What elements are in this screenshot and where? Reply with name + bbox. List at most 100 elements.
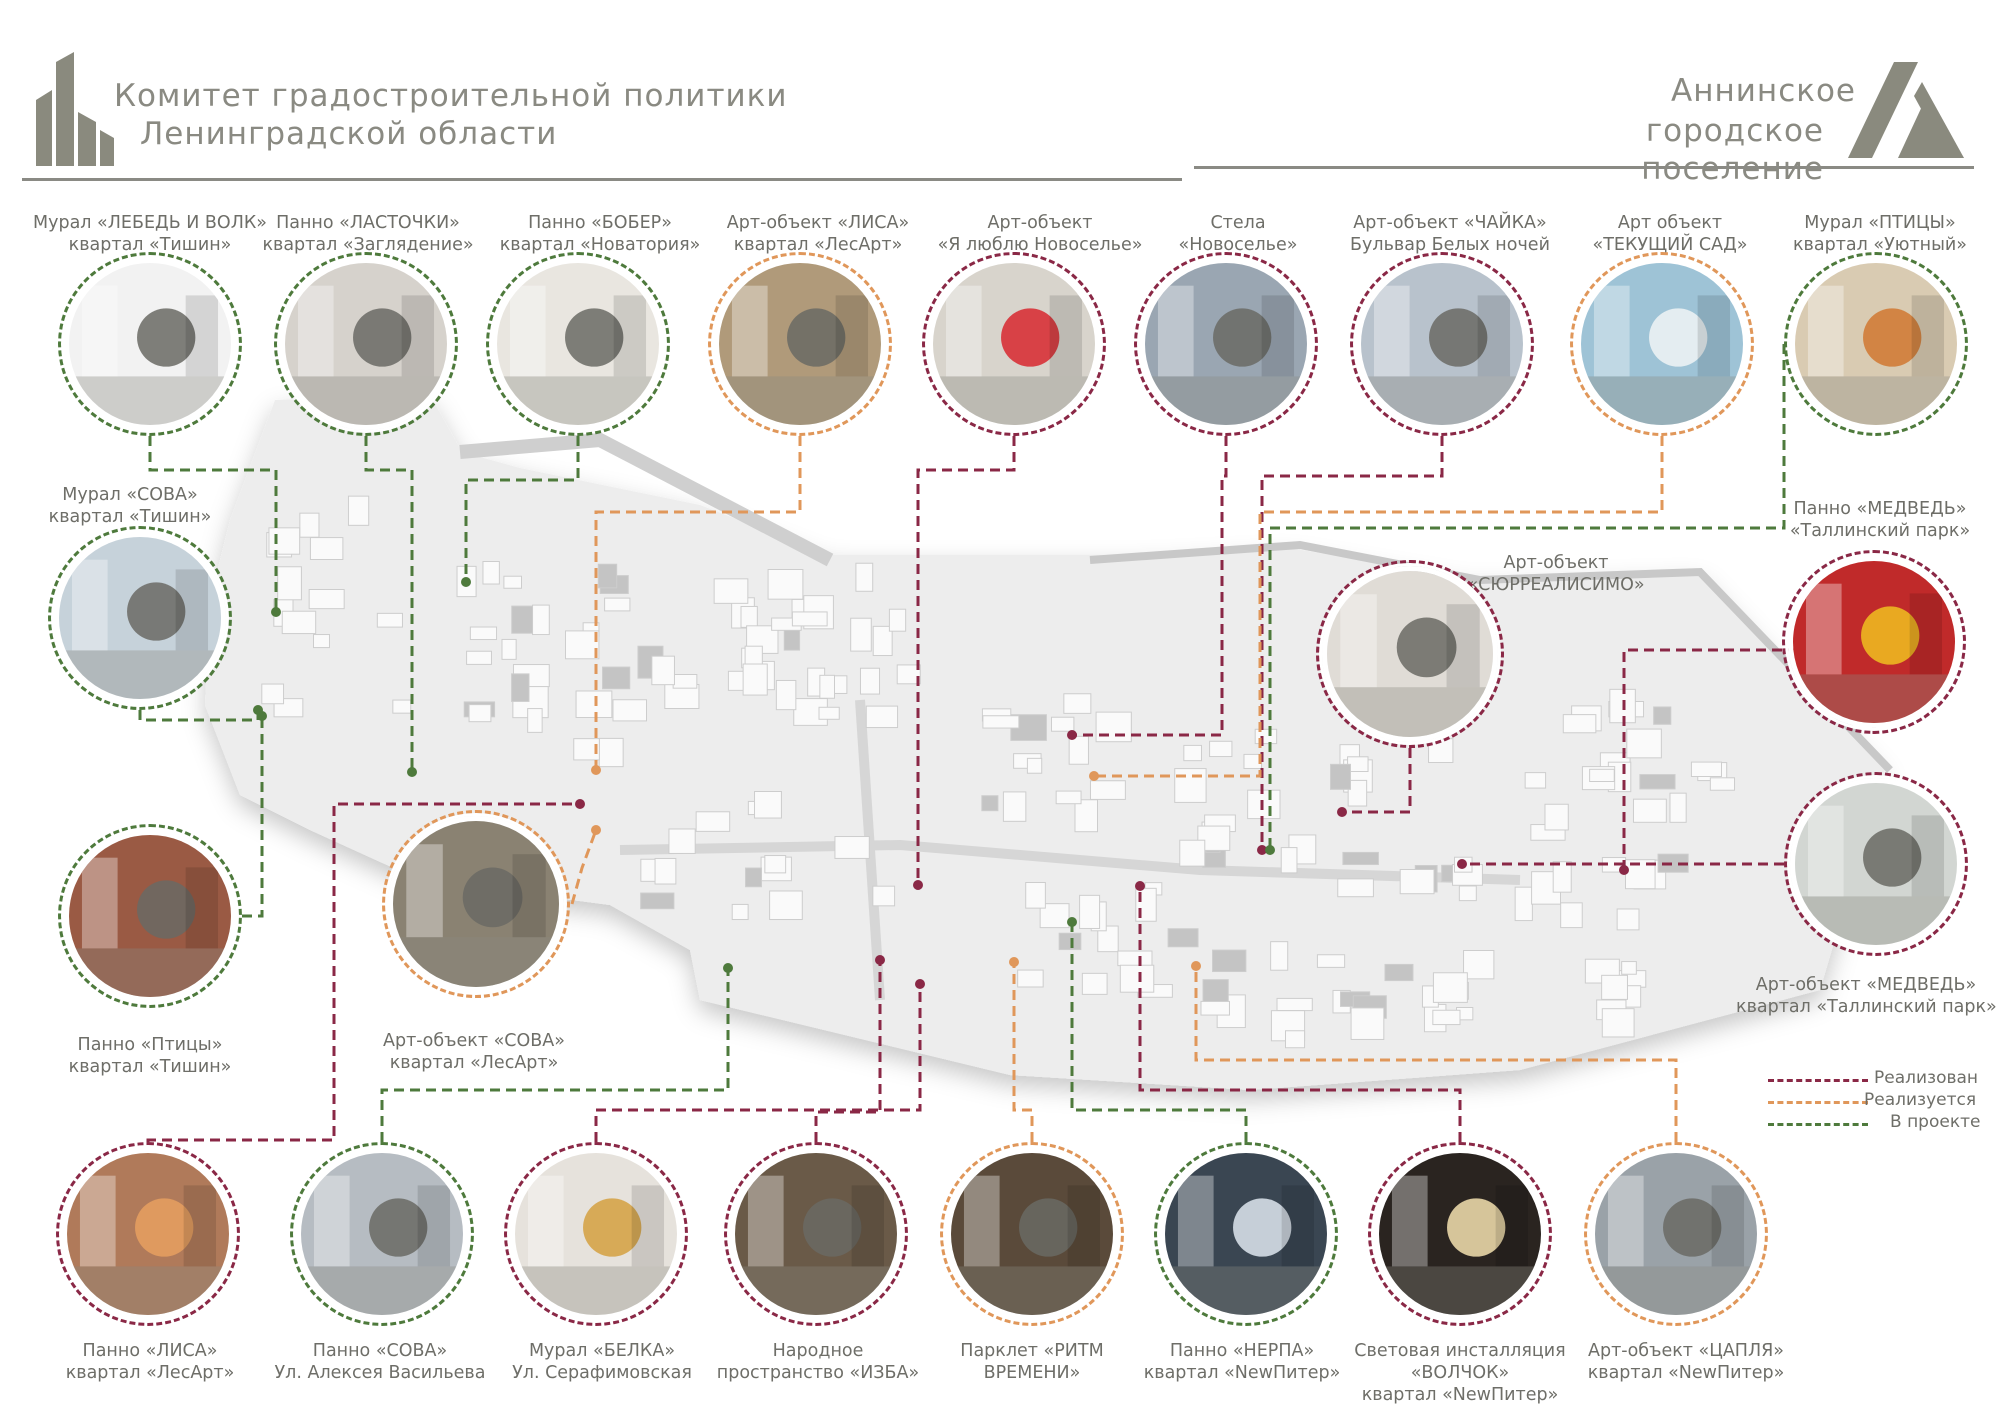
location-marker-surreal[interactable]	[1337, 807, 1347, 817]
building-block	[1342, 851, 1379, 866]
leader-line-lastochki	[364, 436, 414, 772]
settlement-title-line2: городское поселение	[1641, 113, 1824, 187]
building-block	[1247, 789, 1281, 820]
building-block	[754, 790, 782, 819]
location-marker-medved_panno[interactable]	[1619, 865, 1629, 875]
leader-line-tsaplya	[1194, 966, 1678, 1142]
building-block	[511, 605, 535, 634]
parklet-icon[interactable]	[946, 1148, 1118, 1320]
bear-sculpture-icon[interactable]	[1790, 778, 1962, 950]
location-marker-chaika[interactable]	[1257, 845, 1267, 855]
location-marker-nerpa[interactable]	[1067, 917, 1077, 927]
fox-sculpture-icon[interactable]	[714, 258, 886, 430]
owl-mural-icon[interactable]	[54, 532, 226, 704]
building-block	[1068, 735, 1089, 765]
building-block	[1601, 974, 1628, 1000]
object-label-text: Арт объект	[1617, 213, 1723, 233]
location-marker-sad[interactable]	[1089, 771, 1099, 781]
object-label-text: Панно «БОБЕР»	[528, 213, 672, 233]
building-block	[1174, 768, 1207, 803]
committee-title-line1: Комитет градостроительной политики	[114, 78, 788, 114]
location-marker-izba[interactable]	[875, 955, 885, 965]
seagull-pavilion-icon[interactable]	[1356, 258, 1528, 430]
object-label-text: квартал «NewПитер»	[1587, 1363, 1785, 1383]
beaver-panel-icon[interactable]	[492, 258, 664, 430]
object-label-text: Парклет «РИТМ	[960, 1341, 1104, 1361]
building-block	[742, 663, 768, 696]
location-marker-sova_panno[interactable]	[723, 963, 733, 973]
log-house-icon[interactable]	[730, 1148, 902, 1320]
fox-panel-icon[interactable]	[62, 1148, 234, 1320]
object-label-medved_panno: Панно «МЕДВЕДЬ»«Таллинский парк»	[1750, 498, 2000, 542]
seal-panel-icon[interactable]	[1160, 1148, 1332, 1320]
building-block	[1254, 728, 1278, 745]
building-block	[1552, 861, 1572, 893]
object-label-text: квартал «ЛесАрт»	[389, 1053, 559, 1073]
building-block	[597, 563, 618, 589]
object-label-text: «Новоселье»	[1178, 235, 1298, 255]
header-divider-right	[1194, 166, 1974, 169]
owl-panel-icon[interactable]	[296, 1148, 468, 1320]
building-block	[896, 664, 921, 685]
object-label-volchok: Световая инсталляция«ВОЛЧОК»квартал «New…	[1330, 1340, 1590, 1406]
location-marker-medved_art[interactable]	[1457, 859, 1467, 869]
committee-logo-icon	[36, 52, 114, 166]
object-label-sova_panno: Панно «СОВА»Ул. Алексея Васильева	[250, 1340, 510, 1384]
squirrel-mural-icon[interactable]	[510, 1148, 682, 1320]
heron-sculpture-icon[interactable]	[1590, 1148, 1762, 1320]
location-marker-lisa_panno[interactable]	[575, 799, 585, 809]
building-block	[740, 605, 758, 628]
location-marker-bober[interactable]	[461, 577, 471, 587]
legend-line-in-project	[1768, 1123, 1868, 1126]
location-marker-parklet[interactable]	[1009, 957, 1019, 967]
object-label-text: Арт-объект	[1503, 553, 1609, 573]
building-block	[1051, 716, 1075, 732]
leader-line-volchok	[1138, 886, 1462, 1142]
bear-panel-icon[interactable]	[1788, 556, 1960, 728]
object-label-medved_art: Арт-объект «МЕДВЕДЬ»квартал «Таллинский …	[1736, 974, 1997, 1018]
flowing-garden-icon[interactable]	[1576, 258, 1748, 430]
building-block	[1601, 1008, 1635, 1038]
location-marker-lisa_art[interactable]	[591, 765, 601, 775]
location-marker-stela[interactable]	[1067, 730, 1077, 740]
object-label-text: Арт-объект «СОВА»	[383, 1031, 565, 1051]
leader-line-novoselie_art	[916, 436, 1016, 885]
location-marker-ptitsy_mural[interactable]	[1265, 845, 1275, 855]
object-label-text: квартал «NewПитер»	[1361, 1385, 1559, 1405]
surreal-sculpture-icon[interactable]	[1322, 566, 1498, 742]
building-block	[1432, 1009, 1461, 1026]
building-block	[309, 537, 344, 561]
location-marker-lebed[interactable]	[271, 607, 281, 617]
building-block	[865, 705, 899, 729]
swallows-panel-icon[interactable]	[280, 258, 452, 430]
location-marker-belka[interactable]	[915, 979, 925, 989]
object-label-text: «ВОЛЧОК»	[1410, 1363, 1510, 1383]
wolf-light-icon[interactable]	[1374, 1148, 1546, 1320]
location-marker-ptitsy_panno[interactable]	[257, 711, 267, 721]
object-label-text: Световая инсталляция	[1354, 1341, 1566, 1361]
object-label-text: Бульвар Белых ночей	[1350, 235, 1550, 255]
building-block	[888, 608, 907, 632]
building-block	[668, 828, 696, 854]
location-marker-lastochki[interactable]	[407, 767, 417, 777]
location-marker-tsaplya[interactable]	[1191, 961, 1201, 971]
building-block	[713, 578, 749, 604]
owl-sculpture-icon[interactable]	[388, 816, 564, 992]
stele-icon[interactable]	[1140, 258, 1312, 430]
building-block	[1209, 740, 1233, 758]
heart-sign-icon[interactable]	[928, 258, 1100, 430]
building-block	[1653, 706, 1672, 725]
bird-mural-icon[interactable]	[1790, 258, 1962, 430]
leader-line-surreal	[1342, 748, 1412, 814]
building-block	[575, 690, 613, 718]
location-marker-volchok[interactable]	[1135, 881, 1145, 891]
building-block	[1063, 693, 1092, 714]
birds-panel-icon[interactable]	[64, 830, 236, 1002]
location-marker-novoselie_art[interactable]	[913, 880, 923, 890]
object-label-chaika: Арт-объект «ЧАЙКА»Бульвар Белых ночей	[1320, 212, 1580, 256]
object-label-text: Панно «СОВА»	[312, 1341, 448, 1361]
location-marker-sova_art[interactable]	[591, 825, 601, 835]
building-block	[1616, 908, 1640, 931]
swan-mural-icon[interactable]	[64, 258, 236, 430]
